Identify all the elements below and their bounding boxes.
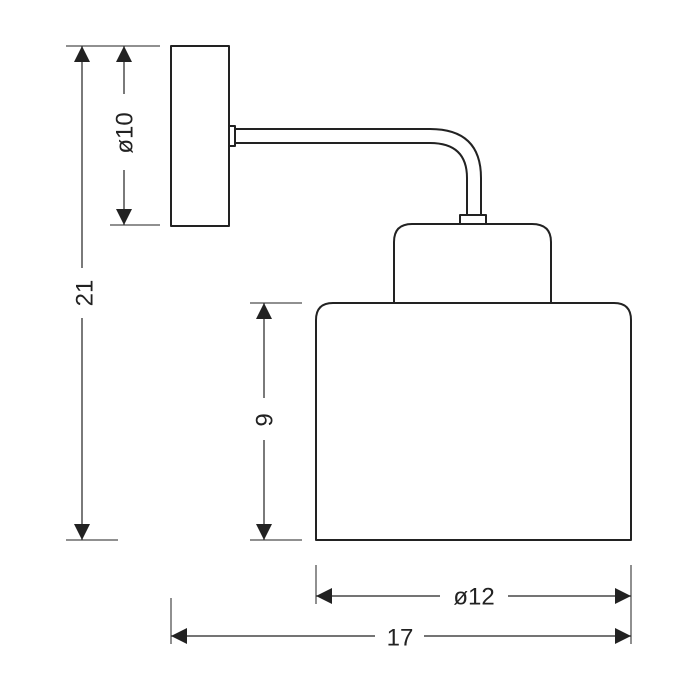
lamp-shade [315,302,632,541]
overall-height-label: 21 [72,280,99,307]
shade-diameter-label: ø12 [453,584,494,611]
socket-nut [459,214,487,225]
extension-lines [66,45,632,644]
wall-plate [170,45,230,227]
dimension-lines [74,46,631,644]
shade-height-label: 9 [252,413,279,426]
arm-connector [228,125,236,147]
socket-cap [393,223,552,303]
plate-diameter-label: ø10 [112,112,139,153]
overall-depth-label: 17 [387,625,414,652]
lamp-outline [170,45,632,541]
lamp-arm [235,128,482,215]
